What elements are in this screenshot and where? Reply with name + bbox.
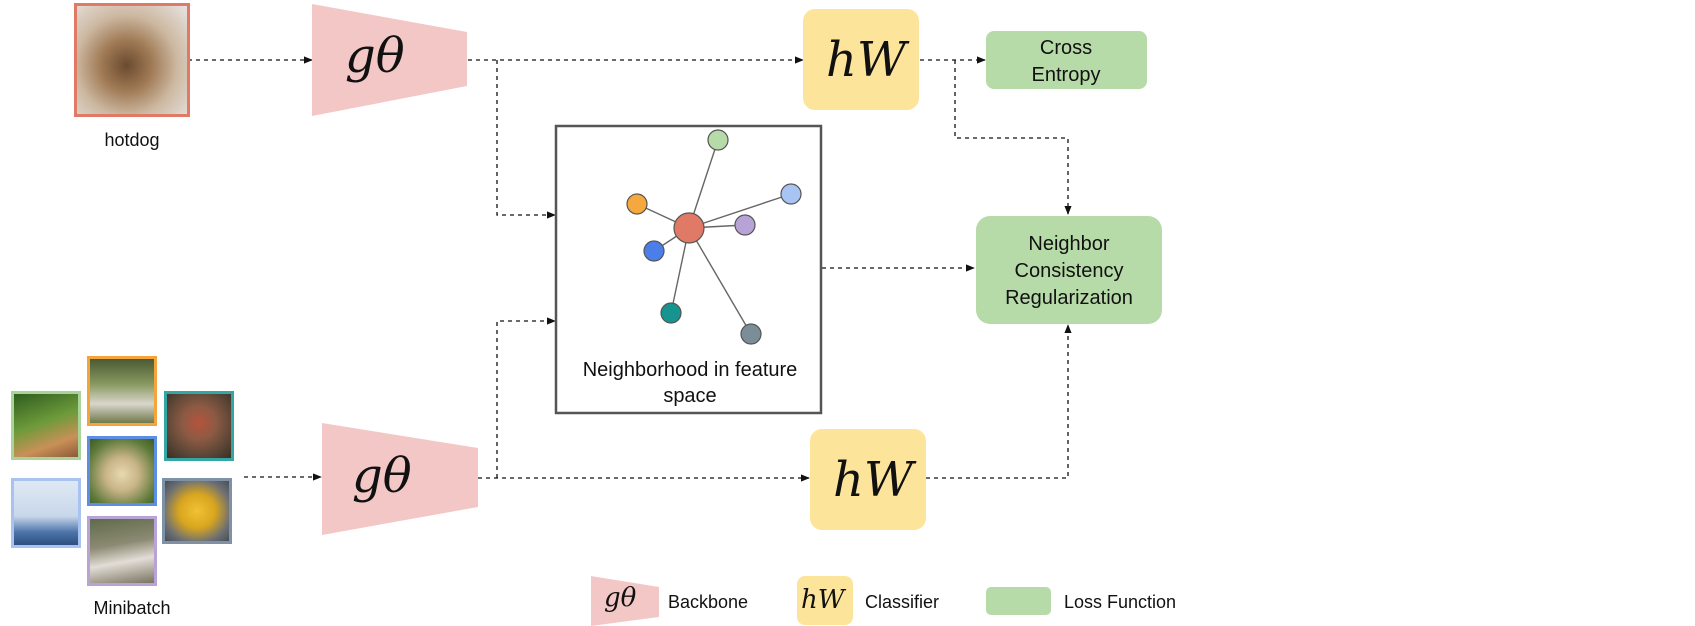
greyhound-photo-placeholder bbox=[90, 519, 154, 583]
classifier-bottom-box bbox=[810, 429, 926, 530]
minibatch-image-bird bbox=[164, 391, 234, 461]
arrow-backbone-to-neighborhood-bottom bbox=[496, 317, 556, 478]
minibatch-image-plant bbox=[11, 391, 81, 460]
ncr-box: Neighbor Consistency Regularization bbox=[976, 216, 1162, 324]
neighbor-node-teal bbox=[660, 302, 682, 324]
plant-photo-placeholder bbox=[14, 394, 78, 457]
neighbor-node-purple bbox=[734, 214, 756, 236]
backbone-bottom: gθ bbox=[322, 423, 478, 535]
dog-photo-placeholder bbox=[77, 6, 187, 114]
cross-entropy-label-line-2: Entropy bbox=[1032, 64, 1101, 86]
neighbor-node-light-blue bbox=[780, 183, 802, 205]
minibatch-image-truck bbox=[162, 478, 232, 544]
backbone-bottom-symbol: gθ bbox=[352, 448, 412, 504]
flow-arrows bbox=[188, 56, 1072, 482]
legend-loss-label: Loss Function bbox=[1064, 592, 1176, 612]
neighborhood-panel: Neighborhood in feature space bbox=[554, 124, 823, 415]
minibatch-image-greyhound bbox=[87, 516, 157, 586]
cross-entropy-label-line-1: Cross bbox=[1040, 37, 1092, 59]
query-image-label: hotdog bbox=[104, 130, 159, 150]
minibatch-label: Minibatch bbox=[93, 598, 170, 618]
classifier-bottom-symbol: hW bbox=[833, 452, 917, 508]
neighbor-node-slate bbox=[740, 323, 762, 345]
classifier-bottom: hW bbox=[810, 429, 926, 530]
cross-entropy-rect bbox=[986, 31, 1147, 89]
minibatch-image-puppy bbox=[87, 436, 157, 506]
bird-photo-placeholder bbox=[167, 394, 231, 458]
backbone-top-shape bbox=[312, 4, 467, 116]
legend-classifier-label: Classifier bbox=[865, 592, 939, 612]
puppy-photo-placeholder bbox=[90, 439, 154, 503]
minibatch-image-sailboat bbox=[11, 478, 81, 548]
backbone-top-symbol: gθ bbox=[345, 28, 405, 84]
classifier-top-box bbox=[803, 9, 919, 110]
neighbor-node-orange bbox=[626, 193, 648, 215]
neighborhood-label-line-1: Neighborhood in feature bbox=[583, 359, 798, 381]
neighborhood-label-line-2: space bbox=[663, 385, 716, 407]
ncr-label-line-2: Consistency bbox=[1015, 260, 1124, 282]
ncr-label-line-3: Regularization bbox=[1005, 287, 1133, 309]
neighbor-node-green bbox=[707, 129, 729, 151]
classifier-top-symbol: hW bbox=[826, 32, 910, 88]
edge-7 bbox=[688, 227, 752, 335]
sailboat-photo-placeholder bbox=[14, 481, 78, 545]
backbone-bottom-shape bbox=[322, 423, 478, 535]
edge-3 bbox=[688, 193, 792, 229]
center-node bbox=[673, 212, 705, 244]
legend-loss-swatch bbox=[986, 587, 1051, 615]
legend-backbone-label: Backbone bbox=[668, 592, 748, 612]
neighborhood-nodes bbox=[626, 129, 802, 345]
arrow-classifier-to-ncr-bottom bbox=[926, 324, 1072, 479]
legend-backbone-swatch bbox=[591, 576, 659, 626]
cross-entropy-box: Cross Entropy bbox=[986, 31, 1147, 89]
legend-classifier-swatch bbox=[797, 576, 853, 625]
ncr-label-line-1: Neighbor bbox=[1028, 233, 1110, 255]
arrow-backbone-to-neighborhood-top bbox=[496, 60, 556, 219]
legend-classifier-symbol: hW bbox=[801, 585, 847, 615]
ncr-rect bbox=[976, 216, 1162, 324]
backbone-top: gθ bbox=[312, 4, 467, 116]
legend: gθ Backbone hW Classifier Loss Function bbox=[591, 576, 1176, 626]
dogs-photo-placeholder bbox=[90, 359, 154, 423]
legend-backbone-symbol: gθ bbox=[604, 583, 637, 613]
query-image bbox=[74, 3, 190, 117]
truck-photo-placeholder bbox=[165, 481, 229, 541]
neighborhood-frame bbox=[554, 124, 823, 415]
classifier-top: hW bbox=[803, 9, 919, 110]
neighbor-node-blue bbox=[643, 240, 665, 262]
minibatch-image-dogs bbox=[87, 356, 157, 426]
